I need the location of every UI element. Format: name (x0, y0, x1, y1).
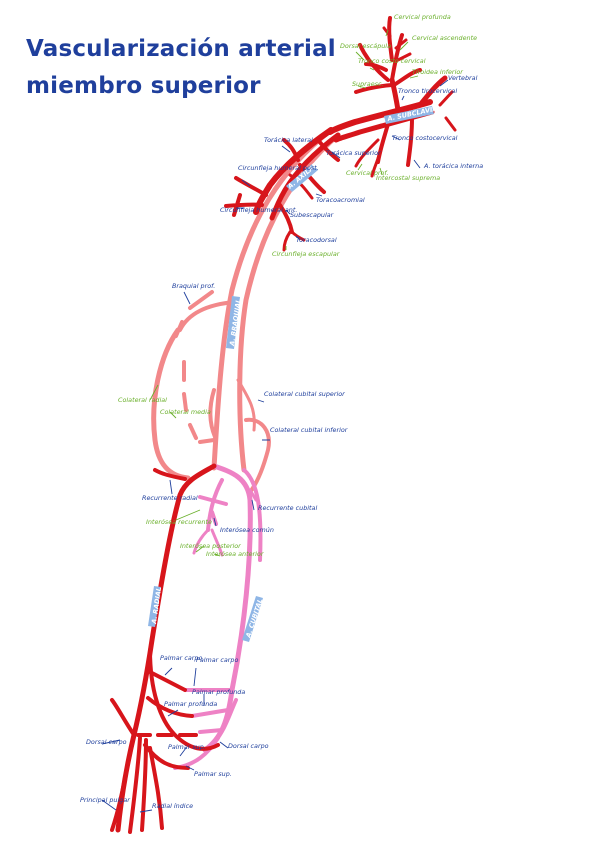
label-palmar-sup-r: Palmar sup. (168, 743, 206, 751)
label-toracica-sup: Torácica superior (326, 149, 381, 157)
label-toracica-int: A. torácica interna (423, 162, 483, 170)
vessel-tag-radial: A. RADIAL (148, 586, 163, 627)
label-dorsal-carpo-c: Dorsal carpo (228, 742, 269, 750)
tronco-tirocervical (389, 77, 401, 113)
label-toracodorsal: Toracodorsal (296, 236, 337, 244)
label-recurrente-radial: Recurrente radial (142, 494, 198, 502)
label-tronco-tiro: Tronco tirocervical (398, 87, 457, 95)
label-tiroidea-inf: Tiroidea inferior (412, 68, 463, 76)
toracodorsal-art (290, 230, 306, 242)
cervical-prof (387, 16, 394, 62)
circunfleja-post (234, 176, 268, 197)
subclavian-artery (327, 99, 433, 135)
label-cervical-asc: Cervical ascendente (412, 34, 477, 42)
label-interosea-anterior: Interósea anterior (206, 550, 264, 558)
radial-digital-3 (140, 738, 148, 832)
dorsal-carpo-ulnar (198, 728, 224, 734)
ulnar-hand-arch (212, 698, 238, 744)
label-palmar-sup-c: Palmar sup. (194, 770, 232, 778)
toracica-interna (406, 116, 414, 167)
thyroid-inf (392, 68, 422, 87)
label-vertebral: Vertebral (448, 74, 478, 82)
palmar-carpo-radial (148, 670, 187, 692)
label-cervical-prof: Cervical profunda (394, 13, 451, 21)
label-circ-humeral-ant: Circunfleja humeral ant. (220, 206, 297, 214)
palmar-prof-ulnar (190, 708, 230, 718)
label-principal-pulgar: Principal pulgar (80, 796, 130, 804)
supraescapular (354, 83, 394, 94)
label-palmar-prof-r: Palmar profunda (164, 700, 217, 708)
label-subescapular: Subescapular (290, 211, 334, 219)
label-interosea-posterior: Interósea posterior (180, 542, 241, 550)
circunfleja-escapular-art (282, 230, 292, 252)
label-intercostal: Intercostal suprema (376, 174, 440, 182)
toracoacromial-art (282, 138, 326, 194)
label-colateral-radial: Colateral radial (118, 396, 167, 404)
title-line-2: miembro superior (26, 73, 261, 99)
labels: Cervical profunda Cervical ascendente Do… (80, 13, 483, 810)
label-toracoacromial: Toracoacromial (316, 196, 365, 204)
label-circ-humeral-post: Circunfleja humeral post. (238, 164, 319, 172)
circunfleja-ant (224, 193, 264, 217)
radial-digital-2 (128, 736, 142, 834)
colateral-media-branch (208, 388, 217, 439)
brachial-artery-outer (211, 127, 334, 471)
radial-hand-loop (148, 648, 220, 751)
label-supraesc: Supraesc. (352, 80, 384, 88)
intercostal-suprema (370, 150, 382, 178)
cervical-asc (390, 33, 404, 82)
cervical-prof-branch (354, 138, 380, 168)
label-circ-escapula: Circunfleja escapular (272, 250, 340, 258)
label-colateral-cub-sup: Colateral cubital superior (264, 390, 345, 398)
label-dorsal-carpo-r: Dorsal carpo (86, 738, 127, 746)
label-palmar-carpo-c: Palmar carpo (196, 656, 238, 664)
label-radial-indice: Radial índice (152, 802, 193, 810)
label-interosea-recurrente: Interósea recurrente (146, 518, 212, 526)
subclavian-small-branch (438, 90, 457, 132)
recurrente-cubital-pink (248, 488, 258, 502)
label-colateral-media: Colateral media (160, 408, 211, 416)
label-palmar-carpo-r: Palmar carpo (160, 654, 202, 662)
colateral-cubital-sup (236, 378, 256, 432)
label-tronco-costo2: Tronco costocervical (392, 134, 458, 142)
tag-radial-text: A. RADIAL (150, 587, 163, 626)
toracica-superior (316, 138, 340, 162)
interosea-posterior (192, 528, 210, 555)
radial-thumb (110, 698, 136, 737)
radial-digital-1 (110, 743, 134, 832)
interosea-common (206, 478, 224, 532)
recurrente-radial (153, 468, 187, 481)
colateral-radial-loop (151, 327, 191, 481)
ulnar-artery-inner (242, 468, 263, 562)
label-braquial-prof: Braquial prof. (172, 282, 215, 290)
label-tronco-costo: Tronco costo cervical (358, 57, 426, 65)
label-cervical-prof2: Cervical prof. (346, 169, 389, 177)
label-recurrente-cubital: Recurrente cubital (258, 504, 317, 512)
label-dorsal-escapula: Dorsal escápula (340, 42, 391, 50)
interosea-anterior (210, 528, 224, 557)
vertebral-artery (417, 75, 448, 108)
label-colateral-cub-inf: Colateral cubital inferior (270, 426, 348, 434)
label-palmar-prof-c: Palmar profunda (192, 688, 245, 696)
toracica-lateral-art (288, 173, 314, 200)
transverse-cervical (364, 62, 388, 72)
radial-digital-4 (148, 746, 164, 830)
label-interosea-comun: Interósea común (220, 526, 274, 534)
subescapular-art (278, 203, 294, 234)
axillary-artery-2 (269, 132, 341, 221)
label-toracica-lat: Torácica lateral (264, 136, 313, 144)
colateral-cubital-loop (244, 417, 271, 494)
leader-lines (101, 29, 449, 813)
title-line-1: Vascularización arterial (26, 36, 336, 62)
palmar-prof-radial (146, 696, 194, 718)
